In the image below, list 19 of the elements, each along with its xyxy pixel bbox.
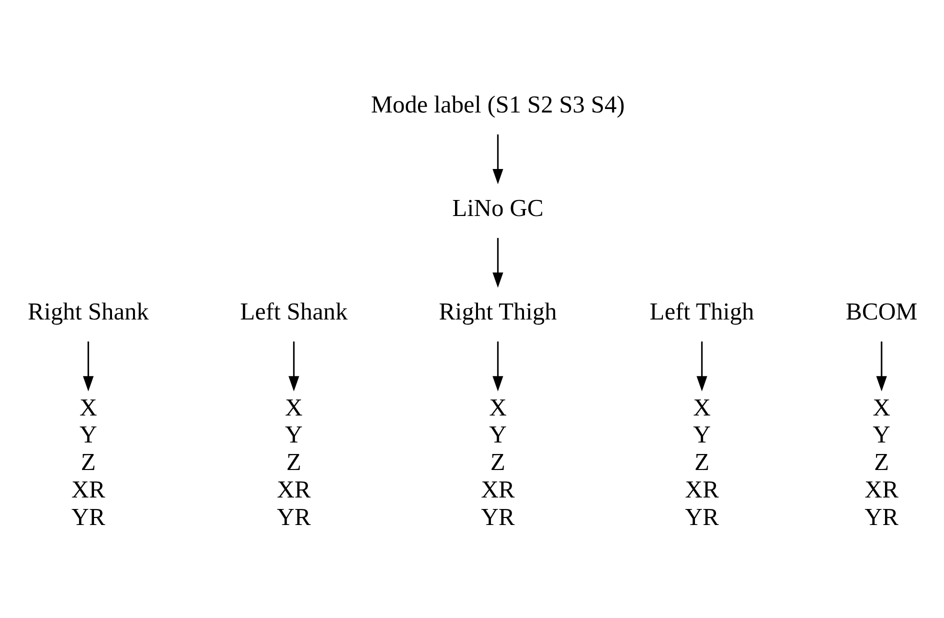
arrow — [82, 342, 94, 392]
arrow — [696, 342, 708, 392]
node-text: Left Shank — [240, 298, 348, 326]
arrow — [492, 134, 504, 184]
arrow — [492, 238, 504, 288]
arrow — [288, 342, 300, 392]
node-text: Left Thigh — [650, 298, 754, 326]
node-text: LiNo GC — [452, 194, 544, 222]
node-text: Right Shank — [28, 298, 149, 326]
node-text: X Y Z XR YR — [276, 394, 311, 531]
node-text: BCOM — [846, 298, 918, 326]
arrow — [492, 342, 504, 392]
node-text: X Y Z XR YR — [684, 394, 719, 531]
node-text: Right Thigh — [438, 298, 557, 326]
node-text: X Y Z XR YR — [480, 394, 515, 531]
node-text: Mode label (S1 S2 S3 S4) — [371, 91, 625, 118]
arrow — [876, 342, 887, 392]
node-text: X Y Z XR YR — [864, 394, 898, 531]
node-text: X Y Z XR YR — [71, 394, 106, 531]
